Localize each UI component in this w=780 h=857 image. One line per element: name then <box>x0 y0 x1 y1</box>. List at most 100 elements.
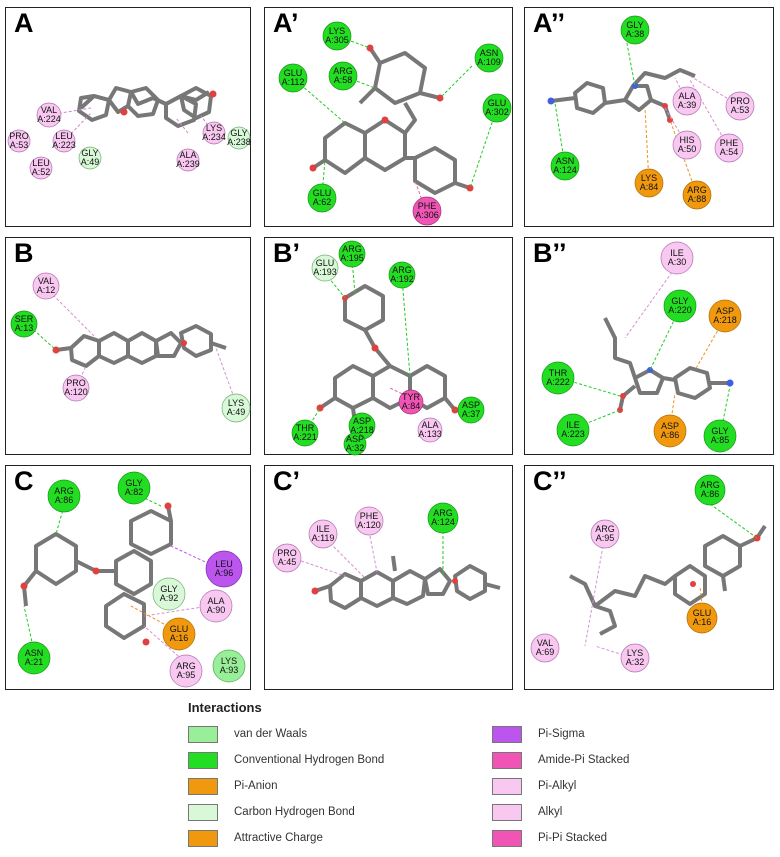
res-name: ILE <box>316 524 330 534</box>
panel-label: A’ <box>273 8 299 38</box>
res-chain: A:86 <box>661 430 680 440</box>
res-name: GLU <box>488 98 507 108</box>
res-chain: A:95 <box>596 533 615 543</box>
res-name: PHE <box>418 201 437 211</box>
res-name: ALA <box>179 150 196 160</box>
legend-swatch <box>492 803 522 821</box>
legend-swatch <box>188 803 218 821</box>
legend-swatch <box>492 751 522 769</box>
res-name: ALA <box>421 420 438 430</box>
res-chain: A:93 <box>220 665 239 675</box>
res-chain: A:218 <box>350 425 374 435</box>
legend-swatch <box>188 829 218 847</box>
res-name: ARG <box>392 265 412 275</box>
res-name: ARG <box>333 66 353 76</box>
res-chain: A:32 <box>346 443 365 453</box>
interactions-legend: Interactions van der Waals Conventional … <box>186 700 666 850</box>
res-name: TYR <box>402 392 421 402</box>
res-chain: A:124 <box>431 517 455 527</box>
res-name: ARG <box>433 508 453 518</box>
res-chain: A:49 <box>81 157 100 167</box>
res-name: ASP <box>346 434 364 444</box>
res-chain: A:84 <box>402 401 421 411</box>
ligand-a <box>77 86 213 128</box>
panel-label: B’ <box>273 238 300 268</box>
res-chain: A:39 <box>678 100 697 110</box>
ligand-c-prime <box>314 555 501 610</box>
panel-label: B <box>14 238 34 268</box>
legend-item: Pi-Anion <box>188 776 277 796</box>
res-name: PHE <box>720 138 739 148</box>
res-name: ARG <box>342 244 362 254</box>
res-chain: A:90 <box>207 605 226 615</box>
res-name: VAL <box>41 105 57 115</box>
res-chain: A:234 <box>202 132 226 142</box>
res-chain: A:133 <box>418 429 442 439</box>
res-name: ASN <box>556 156 575 166</box>
res-chain: A:38 <box>626 29 645 39</box>
res-name: ASP <box>716 306 734 316</box>
res-name: ASN <box>480 48 499 58</box>
ligand-a-prime <box>311 46 471 195</box>
legend-swatch <box>492 777 522 795</box>
legend-item: Alkyl <box>492 802 562 822</box>
res-name: VAL <box>537 638 553 648</box>
legend-label: Alkyl <box>538 806 563 818</box>
res-name: GLU <box>170 624 189 634</box>
legend-item: Attractive Charge <box>188 828 323 848</box>
legend-label: Amide-Pi Stacked <box>538 754 630 766</box>
res-name: ALA <box>207 596 224 606</box>
res-chain: A:52 <box>32 167 51 177</box>
res-name: THR <box>296 423 315 433</box>
res-chain: A:222 <box>546 377 570 387</box>
legend-swatch <box>188 725 218 743</box>
res-chain: A:86 <box>701 489 720 499</box>
res-name: ILE <box>566 420 580 430</box>
legend-item: Amide-Pi Stacked <box>492 750 629 770</box>
legend-label: Pi-Anion <box>234 780 278 792</box>
legend-item: Pi-Sigma <box>492 724 585 744</box>
legend-label: Conventional Hydrogen Bond <box>234 754 385 766</box>
res-chain: A:193 <box>313 267 337 277</box>
res-chain: A:85 <box>711 435 730 445</box>
res-name: ARG <box>176 661 196 671</box>
ligand-b-prime <box>318 284 457 424</box>
res-name: THR <box>549 368 568 378</box>
res-name: ASN <box>25 648 44 658</box>
res-chain: A:62 <box>313 197 332 207</box>
